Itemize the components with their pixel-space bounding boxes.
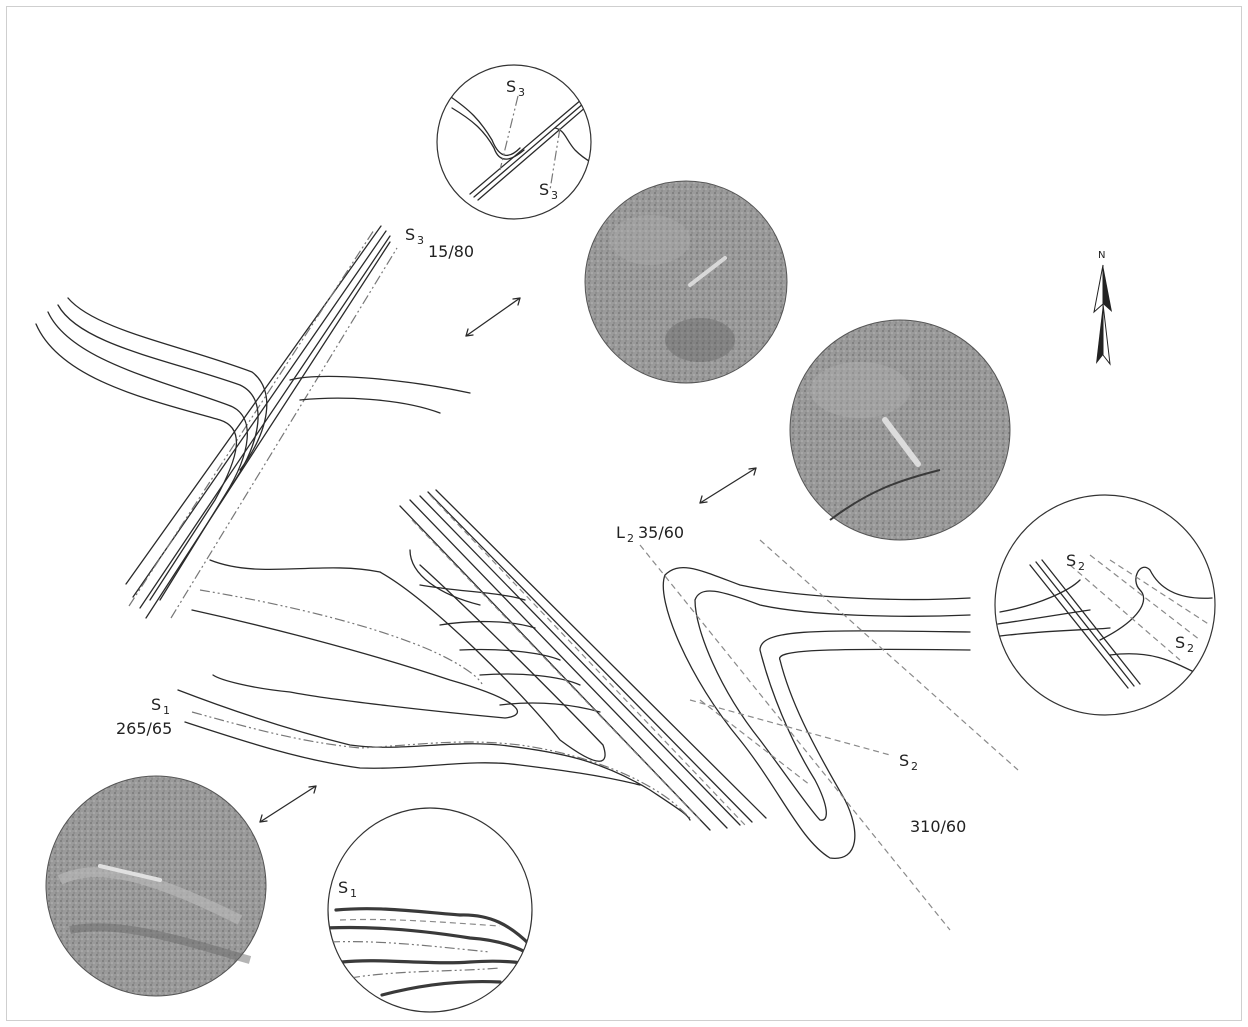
svg-text:265/65: 265/65 <box>116 719 172 738</box>
svg-text:S: S <box>405 225 415 244</box>
photo-s3-outcrop <box>585 181 787 383</box>
svg-text:2: 2 <box>627 532 634 545</box>
svg-text:S: S <box>1066 551 1076 570</box>
inset-s1-detail <box>326 808 532 1012</box>
svg-text:35/60: 35/60 <box>638 523 684 542</box>
s3-folded-layers <box>36 298 470 600</box>
svg-text:2: 2 <box>1187 642 1194 655</box>
inset-s2-detail <box>995 495 1215 715</box>
svg-text:S: S <box>151 695 161 714</box>
label-s2-main: S 2 <box>899 751 918 773</box>
svg-text:L: L <box>616 523 625 542</box>
svg-text:S: S <box>338 878 348 897</box>
label-l2: L 2 35/60 <box>616 523 684 545</box>
svg-text:S: S <box>899 751 909 770</box>
svg-text:S: S <box>539 180 549 199</box>
svg-text:S: S <box>1175 633 1185 652</box>
north-arrow-icon: N <box>1094 250 1112 364</box>
s3-shear-zone <box>126 226 397 618</box>
svg-text:S: S <box>506 77 516 96</box>
photo-l2-outcrop <box>790 320 1010 540</box>
svg-text:1: 1 <box>163 704 170 717</box>
svg-text:3: 3 <box>417 234 424 247</box>
label-s2-value: 310/60 <box>910 817 966 836</box>
svg-text:2: 2 <box>1078 560 1085 573</box>
north-label: N <box>1098 250 1105 261</box>
label-s3-main: S 3 15/80 <box>405 225 474 261</box>
s2-tight-fold <box>663 568 970 859</box>
svg-text:3: 3 <box>518 86 525 99</box>
svg-text:1: 1 <box>350 887 357 900</box>
photo-s1-outcrop <box>46 776 266 996</box>
svg-text:3: 3 <box>551 189 558 202</box>
s1-layered-rocks <box>178 550 690 820</box>
svg-text:15/80: 15/80 <box>428 242 474 261</box>
label-s1-main: S 1 265/65 <box>116 695 172 738</box>
svg-text:2: 2 <box>911 760 918 773</box>
